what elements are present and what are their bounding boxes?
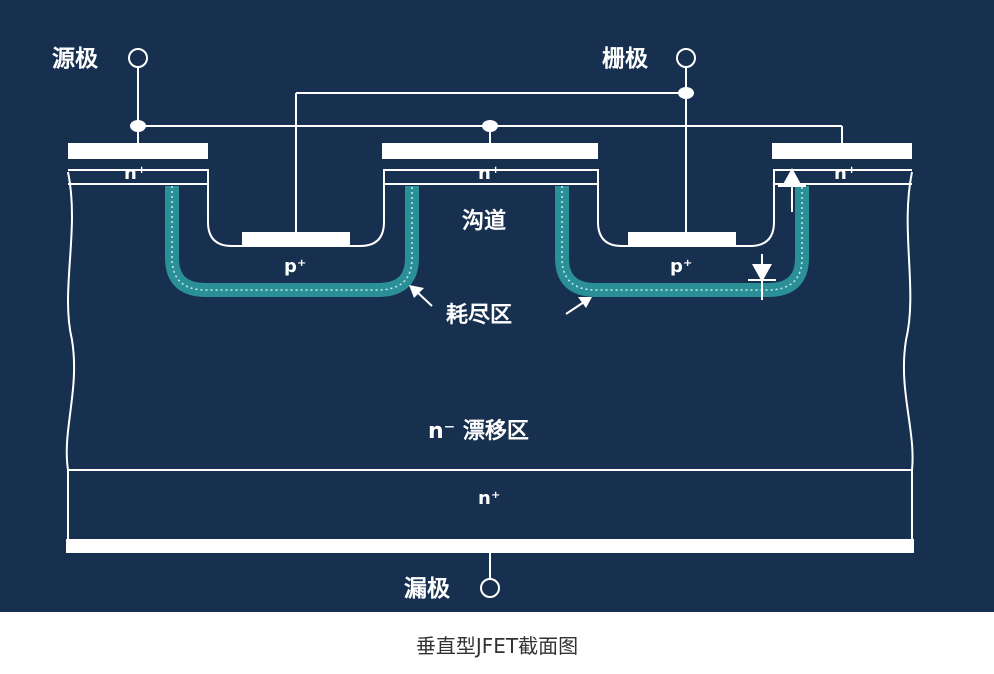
n-plus-left-label: n⁺ bbox=[124, 163, 146, 184]
depletion-pointer-left bbox=[409, 285, 433, 307]
depletion-region-right-dots bbox=[561, 186, 803, 291]
gate-terminal-icon bbox=[676, 48, 696, 68]
p-plus-right-plate bbox=[628, 232, 736, 246]
drain-terminal-icon bbox=[480, 578, 500, 598]
source-junction-left bbox=[130, 120, 146, 132]
jfet-cross-section: 源极 栅极 漏极 n⁺ n⁺ n⁺ p⁺ p⁺ 沟道 耗尽区 n⁻ 漂移区 n⁺ bbox=[52, 46, 914, 602]
drain-contact-plate bbox=[66, 539, 914, 553]
n-plus-substrate-label: n⁺ bbox=[478, 488, 500, 509]
source-junction-middle bbox=[482, 120, 498, 132]
gate-label: 栅极 bbox=[602, 46, 648, 72]
depletion-pointer-right bbox=[565, 297, 592, 315]
n-plus-left-cap bbox=[68, 143, 208, 159]
n-plus-right-cap bbox=[772, 143, 912, 159]
gate-junction bbox=[678, 87, 694, 99]
depletion-region-left-dots bbox=[171, 186, 413, 291]
die-left-edge bbox=[65, 171, 76, 548]
drift-region-label: n⁻ 漂移区 bbox=[428, 418, 529, 444]
top-surface bbox=[68, 169, 912, 247]
channel-label: 沟道 bbox=[462, 208, 506, 234]
depletion-label: 耗尽区 bbox=[446, 302, 512, 328]
n-plus-right-label: n⁺ bbox=[834, 163, 856, 184]
p-plus-left-plate bbox=[242, 232, 350, 246]
p-plus-right-label: p⁺ bbox=[670, 256, 692, 277]
source-terminal-icon bbox=[128, 48, 148, 68]
depletion-width-arrow-lower bbox=[748, 254, 776, 300]
depletion-width-arrow-upper bbox=[778, 168, 806, 212]
die-right-edge bbox=[902, 171, 914, 548]
n-plus-middle-cap bbox=[382, 143, 598, 159]
figure-caption: 垂直型JFET截面图 bbox=[415, 634, 579, 658]
drain-label: 漏极 bbox=[404, 576, 450, 602]
n-plus-middle-label: n⁺ bbox=[478, 163, 500, 184]
p-plus-left-label: p⁺ bbox=[284, 256, 306, 277]
diagram-panel: 源极 栅极 漏极 n⁺ n⁺ n⁺ p⁺ p⁺ 沟道 耗尽区 n⁻ 漂移区 n⁺ bbox=[0, 0, 994, 612]
source-label: 源极 bbox=[52, 46, 98, 72]
